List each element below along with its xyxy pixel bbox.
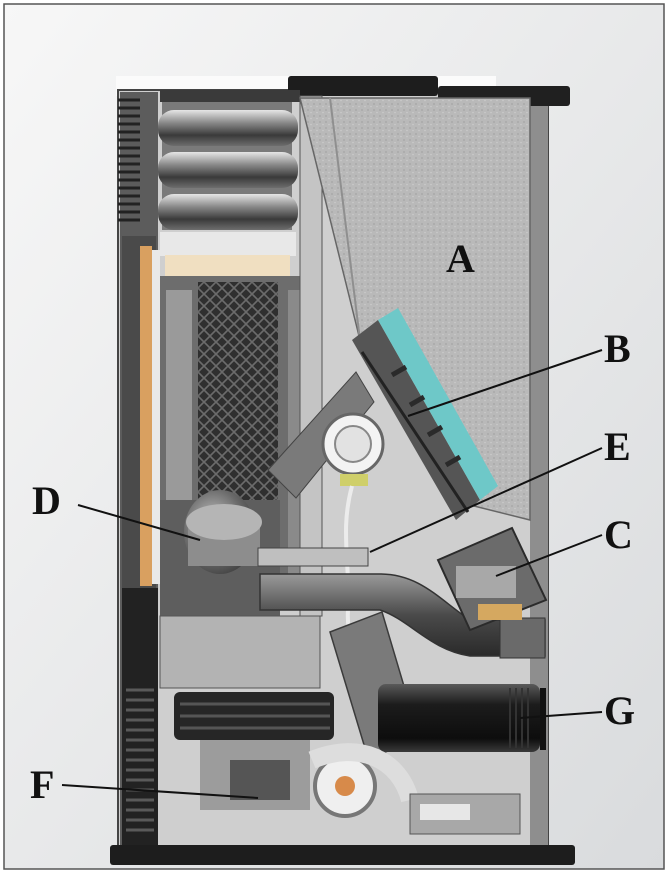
exhaust-duct — [257, 547, 546, 659]
front-door — [122, 236, 160, 592]
leader-line-g — [519, 711, 603, 719]
leader-line-b — [407, 349, 603, 417]
leader-line-d — [77, 504, 201, 541]
label-g: G — [604, 688, 635, 733]
label-b: B — [604, 326, 631, 371]
heat-exchanger-tubes — [158, 102, 298, 230]
lower-compartment — [110, 588, 575, 865]
label-f: F — [30, 762, 54, 807]
label-c: C — [604, 512, 633, 557]
exhaust-pipe — [378, 684, 546, 752]
label-a: A — [446, 236, 475, 281]
pellet-hopper — [299, 97, 531, 521]
label-e: E — [604, 424, 631, 469]
leader-line-e — [369, 447, 603, 553]
heat-exchanger-fins — [118, 98, 140, 222]
leader-line-f — [61, 784, 259, 799]
leader-lines — [61, 349, 603, 799]
leader-line-c — [495, 534, 603, 577]
feed-auger — [267, 308, 498, 520]
label-d: D — [32, 478, 61, 523]
